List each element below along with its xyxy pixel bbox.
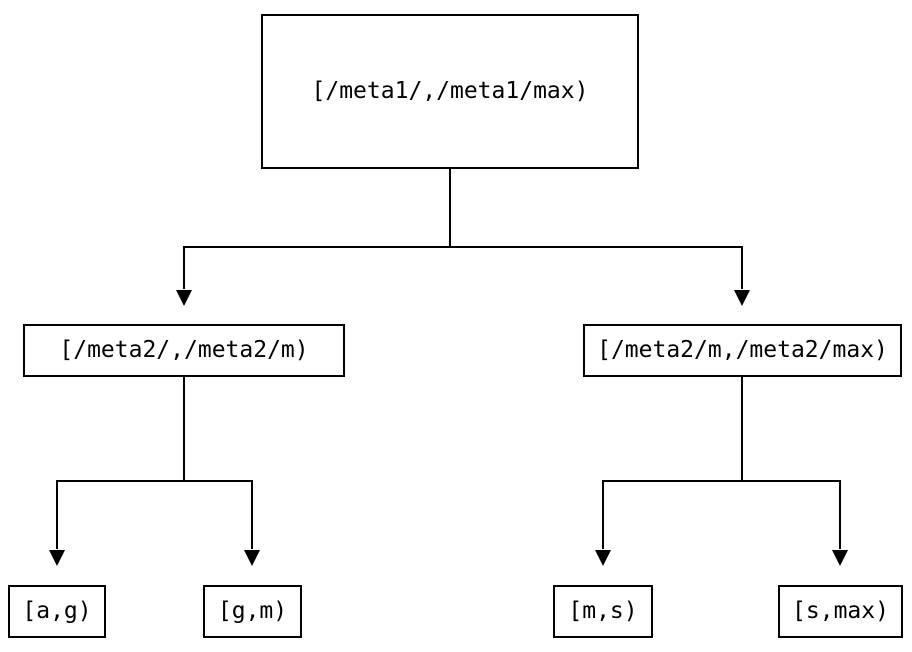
- tree-node-leaf-smax: [s,max): [778, 585, 903, 638]
- tree-node-meta2-left: [/meta2/,/meta2/m): [23, 324, 345, 377]
- arrowhead-level1-left-icon: [176, 290, 192, 306]
- arrowhead-level1-right-icon: [734, 290, 750, 306]
- arrowhead-leaf-smax-icon: [832, 550, 848, 566]
- tree-node-root: [/meta1/,/meta1/max): [261, 14, 639, 169]
- arrowhead-leaf-gm-icon: [244, 550, 260, 566]
- arrowhead-leaf-ms-icon: [595, 550, 611, 566]
- tree-node-leaf-ms: [m,s): [553, 585, 653, 638]
- arrowhead-leaf-ag-icon: [49, 550, 65, 566]
- tree-node-leaf-gm: [g,m): [203, 585, 302, 638]
- tree-node-meta2-right: [/meta2/m,/meta2/max): [583, 324, 902, 377]
- tree-node-leaf-ag: [a,g): [8, 585, 106, 638]
